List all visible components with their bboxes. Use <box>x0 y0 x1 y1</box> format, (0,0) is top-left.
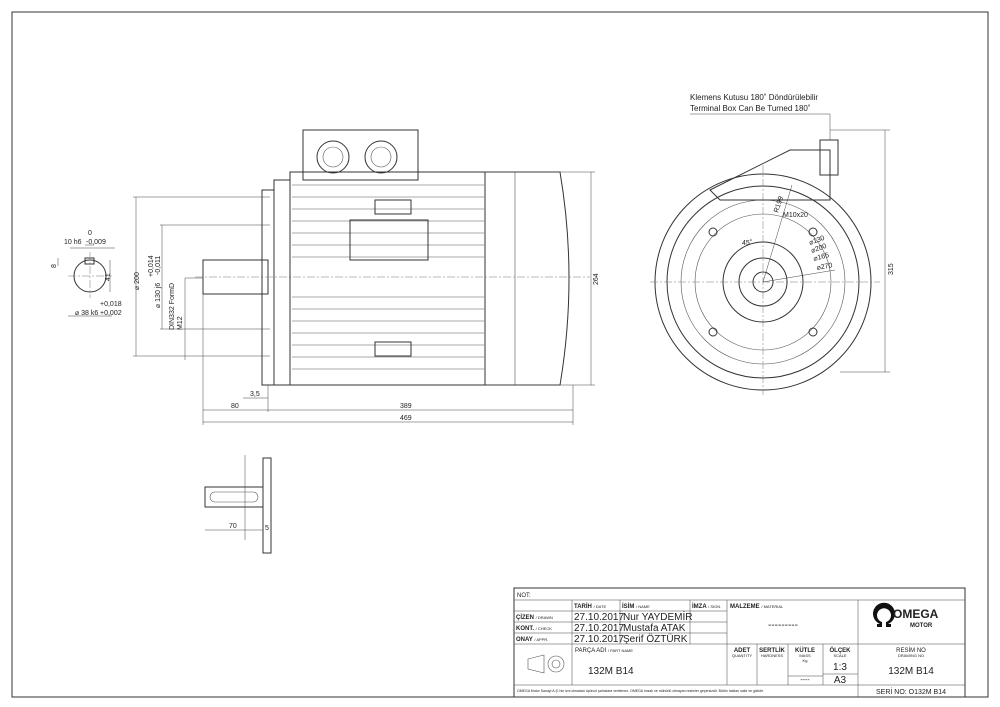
radius-r199: R199 <box>773 195 785 213</box>
total-length: 469 <box>400 415 412 422</box>
side-view: ⌀ 200 +0,014 ⌀ 130 j6 -0,011 DIN332 Form… <box>133 129 600 425</box>
scale-value: 1:3 <box>833 662 847 673</box>
key-tol-upper: 0 <box>88 230 92 237</box>
shaft-section: 0 10 h6 -0,009 8 41 +0,018 ⌀ 38 k6 +0,00… <box>51 230 122 317</box>
center-hole: DIN332 FormD <box>169 283 176 330</box>
signature-row: ÇİZEN / DRAWN 27.10.2017 Nur YAYDEMİR <box>516 610 692 623</box>
key-tol-lower: -0,009 <box>86 239 106 246</box>
svg-text:ADET: ADET <box>734 648 751 654</box>
svg-text:OMEGA: OMEGA <box>893 607 939 621</box>
serial-number: SERİ NO: O132M B14 <box>876 687 946 696</box>
note-terminal-tr: Klemens Kutusu 180˚ Döndürülebilir <box>690 93 818 102</box>
spigot-dia: ⌀ 130 j6 <box>155 283 162 308</box>
signature-row: ONAY / APPR. 27.10.2017 Şerif ÖZTÜRK <box>516 633 688 645</box>
key-depth: 8 <box>51 264 58 268</box>
svg-text:Mustafa ATAK: Mustafa ATAK <box>623 623 686 634</box>
drawing-number: 132M B14 <box>888 666 934 677</box>
key-length: 70 <box>229 523 237 530</box>
svg-text:KONT. / CHECK: KONT. / CHECK <box>516 626 552 632</box>
svg-text:QUANTITY: QUANTITY <box>732 653 753 658</box>
not-label: NOT: <box>517 593 531 599</box>
svg-text:DRAWING NO: DRAWING NO <box>898 653 924 658</box>
svg-text:Kg: Kg <box>803 658 808 663</box>
svg-text:KÜTLE: KÜTLE <box>795 647 815 654</box>
key-width: 10 h6 <box>64 239 82 246</box>
svg-text:27.10.2017: 27.10.2017 <box>574 634 624 645</box>
svg-text:RESİM NO: RESİM NO <box>896 647 926 654</box>
sheet-size: A3 <box>834 675 847 686</box>
flange-dia: ⌀ 200 <box>134 272 141 290</box>
svg-text:İSİM / NAME: İSİM / NAME <box>622 603 650 610</box>
svg-text:SERTLİK: SERTLİK <box>759 647 785 654</box>
svg-text:27.10.2017: 27.10.2017 <box>574 623 624 634</box>
svg-text:27.10.2017: 27.10.2017 <box>574 612 624 623</box>
key-view: 70 5 <box>204 455 272 554</box>
drawing-frame <box>11 11 989 698</box>
shaft-diameter: ⌀ 38 k6 <box>75 310 98 317</box>
svg-text:HARDNESS: HARDNESS <box>761 653 784 658</box>
note-terminal-en: Terminal Box Can Be Turned 180˚ <box>690 104 811 113</box>
spigot-tol-upper: +0,014 <box>148 255 155 277</box>
body-length: 389 <box>400 403 412 410</box>
offset-dim: 3,5 <box>250 391 260 398</box>
dia-270: ⌀270 <box>816 262 833 272</box>
key-offset: 5 <box>265 525 269 532</box>
svg-text:Şerif ÖZTÜRK: Şerif ÖZTÜRK <box>623 633 688 645</box>
svg-text:MALZEME / MATERIAL: MALZEME / MATERIAL <box>730 604 784 610</box>
title-block: NOT: TARİH / DATE İSİM / NAME İMZA / SIG… <box>513 587 966 698</box>
material-value: --------- <box>768 620 798 631</box>
svg-text:İMZA / SIGN.: İMZA / SIGN. <box>692 603 721 610</box>
shaft-height: 41 <box>105 273 112 281</box>
front-view: Klemens Kutusu 180˚ Döndürülebilir Termi… <box>650 93 895 395</box>
footer-notice: OMEGA Motor Sanayi A.Ş.'nin izni olmadan… <box>517 689 764 693</box>
shaft-length: 80 <box>231 403 239 410</box>
part-name: 132M B14 <box>588 666 634 677</box>
height-315: 315 <box>888 263 895 275</box>
svg-text:PARÇA ADI / PART NAME: PARÇA ADI / PART NAME <box>575 648 633 654</box>
svg-text:TARİH / DATE: TARİH / DATE <box>574 603 606 610</box>
thread-m10x20: M10x20 <box>783 212 808 219</box>
mass-value: ---- <box>800 677 810 684</box>
svg-text:MOTOR: MOTOR <box>910 623 933 629</box>
angle-45: 45˚ <box>742 239 752 247</box>
svg-text:ONAY / APPR.: ONAY / APPR. <box>516 637 548 643</box>
dia-tol-upper: +0,018 <box>100 301 122 308</box>
dia-tol-lower: +0,002 <box>100 310 122 317</box>
svg-text:Nur YAYDEMİR: Nur YAYDEMİR <box>623 610 692 623</box>
svg-text:SCALE: SCALE <box>833 653 846 658</box>
part-icon <box>527 654 565 674</box>
dia-165: ⌀165 <box>813 252 830 263</box>
height-264: 264 <box>593 273 600 285</box>
center-thread: M12 <box>177 316 184 330</box>
svg-text:MASS: MASS <box>799 653 811 658</box>
svg-text:ÖLÇEK: ÖLÇEK <box>830 647 852 654</box>
omega-logo: OMEGA MOTOR <box>873 602 939 629</box>
signature-row: KONT. / CHECK 27.10.2017 Mustafa ATAK <box>516 623 686 634</box>
svg-text:ÇİZEN / DRAWN: ÇİZEN / DRAWN <box>516 614 553 621</box>
spigot-tol-lower: -0,011 <box>155 256 162 275</box>
